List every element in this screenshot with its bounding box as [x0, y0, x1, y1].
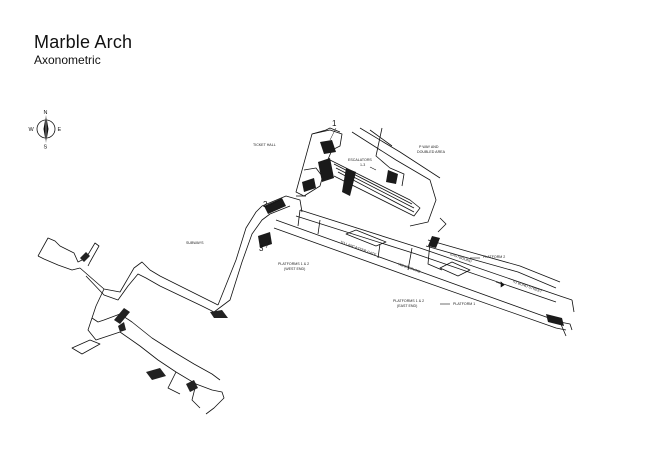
label-platform-2: PLATFORM 2 — [483, 255, 505, 259]
label-ticket-hall: TICKET HALL — [253, 143, 276, 147]
subway-network — [37, 205, 271, 415]
compass-n: N — [44, 110, 48, 116]
label-westbound: WESTBOUND — [398, 262, 422, 274]
label-platforms-east-2: (EAST END) — [397, 304, 417, 308]
label-p-way-2: DOUBLED AREA — [417, 150, 446, 154]
marker-2: 2 — [263, 200, 268, 209]
label-platforms-east-1: PLATFORMS 1 & 2 — [393, 299, 424, 303]
page-title: Marble Arch — [34, 32, 133, 52]
label-to-lancaster-gate: TO LANCASTER GATE — [340, 240, 378, 257]
subway-stair-details — [80, 252, 228, 392]
label-to-bond-street: TO BOND STREET — [512, 279, 544, 294]
label-arrows — [369, 166, 505, 305]
station-complex — [261, 127, 575, 337]
label-escalators-sub: 1-3 — [360, 163, 365, 167]
marker-leaders — [265, 127, 337, 249]
page-subtitle: Axonometric — [34, 53, 101, 67]
label-escalators: ESCALATORS — [348, 158, 372, 162]
label-eastbound: EASTBOUND — [450, 252, 473, 264]
compass-w: W — [29, 127, 35, 133]
label-platforms-west-1: PLATFORMS 1 & 2 — [278, 262, 309, 266]
label-subways: SUBWAYS — [186, 241, 204, 245]
compass-rose: N S E W — [29, 110, 62, 151]
compass-e: E — [58, 127, 62, 133]
compass-s: S — [44, 145, 48, 151]
station-stair-details — [258, 140, 564, 326]
label-platform-1: PLATFORM 1 — [453, 302, 475, 306]
marker-3: 3 — [259, 244, 264, 253]
marker-1: 1 — [332, 119, 337, 128]
label-platforms-west-2: (WEST END) — [284, 267, 305, 271]
label-p-way-1: P WAY AND — [419, 145, 439, 149]
